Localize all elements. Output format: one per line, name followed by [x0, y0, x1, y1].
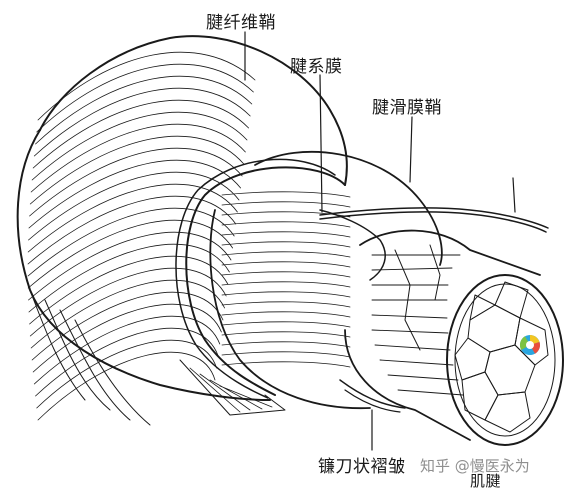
fibrous-sheath-striation: [29, 255, 229, 325]
synovial-sheath-striation: [221, 241, 351, 248]
synovial-sheath-striation: [221, 191, 351, 198]
synovial-sheath-striation: [221, 301, 351, 308]
fibrous-sheath-striation: [27, 219, 233, 289]
fibrous-sheath-striation: [36, 339, 217, 409]
fibrous-sheath-striation: [27, 207, 235, 277]
label-mesotendon: 腱系膜: [290, 57, 343, 77]
colorful-ring-logo-icon: [519, 335, 540, 355]
fibrous-sheath-striation: [28, 159, 241, 229]
fibrous-sheath-striation: [30, 279, 225, 349]
synovial-sheath-striation: [221, 201, 351, 208]
synovial-sheath-striation: [221, 341, 351, 348]
fibrous-sheath-striation: [28, 243, 230, 313]
synovial-sheath-striation: [221, 311, 351, 318]
synovial-sheath-striation: [221, 321, 351, 328]
label-synovial-sheath: 腱滑膜鞘: [372, 98, 442, 118]
fibrous-sheath-striation: [27, 195, 237, 265]
fibrous-sheath-striation: [37, 351, 216, 421]
synovial-sheath-striation: [221, 361, 351, 368]
fibrous-sheath-striation: [33, 315, 221, 385]
fibrous-sheath-striation: [35, 75, 253, 145]
fibrous-sheath-striation: [29, 147, 243, 217]
synovial-sheath-striation: [221, 351, 351, 358]
synovial-sheath-drawing: [209, 150, 443, 410]
fibrous-sheath-striation: [29, 135, 245, 205]
tendon-drawing: [344, 229, 564, 446]
fibrous-sheath-striation: [32, 99, 249, 169]
fibrous-sheath-striation: [28, 171, 240, 241]
synovial-sheath-striation: [221, 221, 351, 228]
label-tendon: 肌腱: [470, 472, 502, 490]
watermark: 知乎 @慢医永为: [420, 457, 530, 475]
fibrous-sheath-striation: [30, 123, 246, 193]
label-falciform-fold: 镰刀状褶皱: [318, 457, 406, 477]
leader-synovial-sheath: [409, 116, 413, 183]
synovial-sheath-striation: [221, 331, 351, 338]
fibrous-sheath-striation: [33, 87, 251, 157]
fibrous-sheath-striation: [35, 327, 219, 397]
fibrous-sheath-striation: [31, 111, 248, 181]
leader-lines: [244, 31, 516, 451]
folds-drawing: [319, 209, 406, 413]
fibrous-sheath-striation: [37, 51, 256, 121]
leader-mesotendon: [319, 74, 323, 213]
label-fibrous-sheath: 腱纤维鞘: [206, 13, 276, 33]
fibrous-sheath-striation: [31, 291, 224, 361]
fibrous-sheath-striation: [27, 183, 238, 253]
fibrous-sheath-striation: [28, 231, 232, 301]
fibrous-sheath-striation: [32, 303, 222, 373]
leader-vessel: [512, 177, 516, 213]
synovial-sheath-striation: [221, 291, 351, 298]
synovial-sheath-striation: [221, 281, 351, 288]
synovial-sheath-striation: [221, 261, 351, 268]
vessel-strand-drawing: [319, 207, 549, 233]
synovial-sheath-striation: [221, 271, 351, 278]
synovial-sheath-striation: [221, 231, 351, 238]
synovial-sheath-striation: [221, 251, 351, 258]
fibrous-sheath-striation: [36, 63, 254, 133]
fibrous-sheath-drawing: [16, 35, 348, 426]
